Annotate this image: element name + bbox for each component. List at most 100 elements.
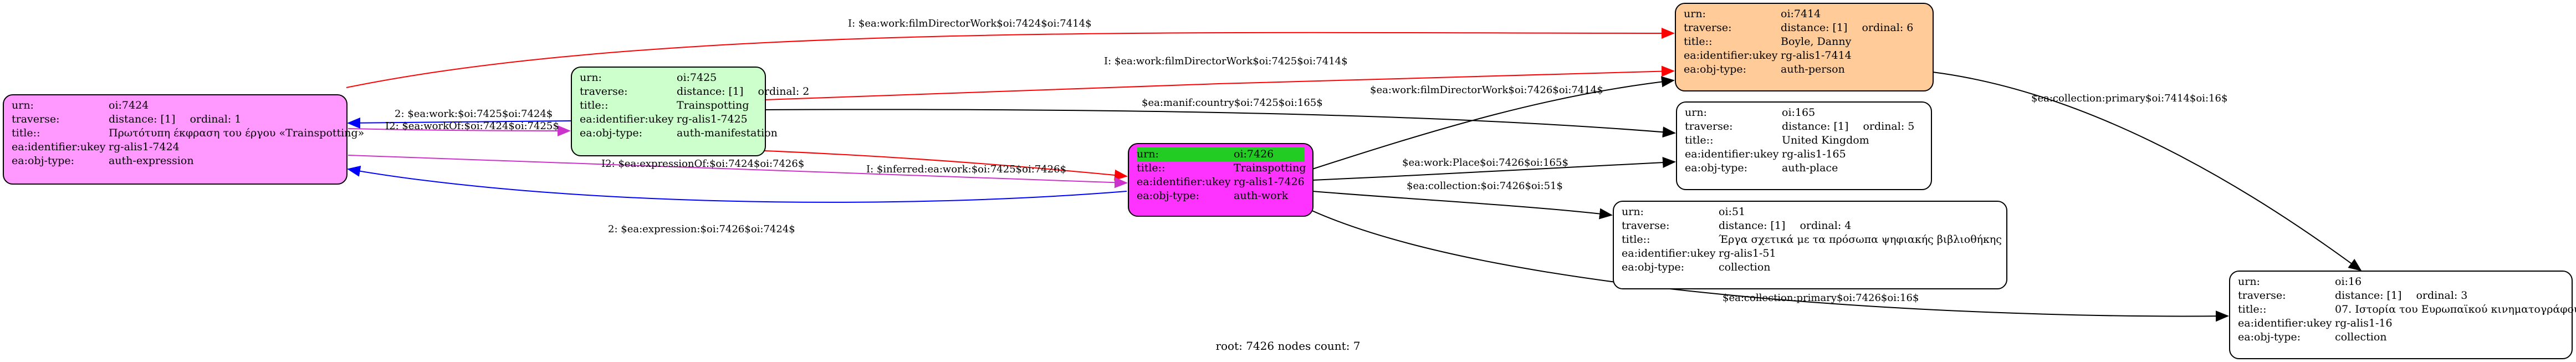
- node-7424[interactable]: urn: oi:7424 traverse: distance: [1] ordina…: [3, 94, 364, 185]
- type-key: ea:obj-type:: [1684, 63, 1747, 75]
- edge-7426-16: [1302, 206, 2229, 322]
- edge-7425-7426: [737, 149, 1128, 181]
- title-key: title::: [12, 127, 40, 139]
- distance-value: distance: [1]: [2335, 289, 2402, 302]
- urn-value: oi:7424: [109, 99, 149, 111]
- type-key: ea:obj-type:: [2238, 331, 2301, 343]
- urn-value: oi:165: [1782, 106, 1816, 119]
- ordinal-value: ordinal: 4: [1800, 220, 1852, 232]
- type-value: collection: [2335, 331, 2387, 343]
- type-key: ea:obj-type:: [1622, 261, 1685, 273]
- edge-label: 2: $ea:work:$oi:7425$oi:7424$: [395, 108, 553, 120]
- edge-7426-7424: [347, 165, 1127, 203]
- title-value: 07. Ιστορία του Ευρωπαϊκού κινηματογράφο…: [2335, 303, 2576, 315]
- type-key: ea:obj-type:: [580, 127, 643, 139]
- traverse-key: traverse:: [1684, 22, 1732, 34]
- urn-key: urn:: [1622, 206, 1644, 218]
- type-value: auth-manifestation: [677, 127, 778, 139]
- ukey-key: ea:identifier:ukey: [1684, 49, 1778, 62]
- edge-label: $ea:work:filmDirectorWork$oi:7426$oi:741…: [1370, 84, 1603, 96]
- node-165[interactable]: urn: oi:165 traverse: distance: [1] ordinal…: [1676, 101, 1932, 190]
- title-value: Πρωτότυπη έκφραση του έργου «Trainspotti…: [109, 127, 365, 139]
- node-7414[interactable]: urn: oi:7414 traverse: distance: [1] ordina…: [1675, 3, 1934, 91]
- urn-key: urn:: [1684, 8, 1706, 20]
- urn-value: oi:7426: [1234, 148, 1274, 160]
- title-key: title::: [580, 99, 609, 111]
- edge-7426-7414: [1312, 76, 1675, 170]
- traverse-key: traverse:: [580, 85, 628, 98]
- edge-label: I: $inferred:ea:work:$oi:7425$oi:7426$: [866, 164, 1067, 175]
- ukey-value: rg-alis1-16: [2335, 317, 2393, 329]
- title-value: Trainspotting: [677, 99, 749, 111]
- urn-value: oi:16: [2335, 276, 2362, 288]
- urn-key: urn:: [12, 99, 34, 111]
- ukey-value: rg-alis1-7414: [1781, 49, 1852, 62]
- edge-label: $ea:collection:$oi:7426$oi:51$: [1407, 180, 1563, 192]
- edge-label: 2: $ea:expression:$oi:7426$oi:7424$: [608, 223, 795, 235]
- edge-7425-7424: [347, 117, 571, 129]
- ukey-key: ea:identifier:ukey: [2238, 317, 2332, 329]
- edge-7424-7426: [347, 155, 1128, 188]
- edge-label: I2: $ea:expressionOf:$oi:7424$oi:7426$: [601, 158, 805, 170]
- title-key: title::: [2238, 303, 2267, 315]
- type-key: ea:obj-type:: [1685, 162, 1748, 174]
- node-51[interactable]: urn: oi:51 traverse: distance: [1] ordinal:…: [1613, 201, 2007, 289]
- ordinal-value: ordinal: 6: [1862, 22, 1914, 34]
- type-value: auth-place: [1782, 162, 1838, 174]
- ukey-value: rg-alis1-165: [1782, 148, 1846, 160]
- ukey-value: rg-alis1-7425: [677, 113, 748, 125]
- edge-7424-7414: [346, 27, 1675, 88]
- title-key: title::: [1684, 35, 1713, 48]
- edge-7414-16: [1932, 72, 2362, 272]
- node-16[interactable]: urn: oi:16 traverse: distance: [1] ordinal:…: [2229, 271, 2576, 359]
- distance-value: distance: [1]: [1781, 22, 1848, 34]
- distance-value: distance: [1]: [1719, 220, 1786, 232]
- title-value: Έργα σχετικά με τα πρόσωπα ψηφιακής βιβλ…: [1719, 233, 2002, 246]
- edge-label: $ea:collection:primary$oi:7426$oi:16$: [1723, 292, 1919, 304]
- type-value: auth-expression: [109, 155, 194, 167]
- edge-7426-165: [1312, 157, 1676, 181]
- edge-7425-165: [764, 109, 1676, 138]
- distance-value: distance: [1]: [109, 113, 176, 125]
- urn-key: urn:: [1685, 106, 1707, 119]
- traverse-key: traverse:: [1622, 220, 1670, 232]
- ukey-key: ea:identifier:ukey: [12, 141, 106, 153]
- urn-value: oi:51: [1719, 206, 1746, 218]
- traverse-key: traverse:: [2238, 289, 2286, 302]
- edge-7425-7414: [764, 65, 1675, 100]
- type-key: ea:obj-type:: [12, 155, 75, 167]
- edge-label: $ea:work:Place$oi:7426$oi:165$: [1402, 157, 1568, 169]
- ordinal-value: ordinal: 5: [1863, 120, 1915, 132]
- ordinal-value: ordinal: 2: [758, 85, 810, 98]
- ukey-value: rg-alis1-7426: [1234, 176, 1305, 188]
- node-7425[interactable]: urn:oi:7425 traverse:distance: [1]ordina…: [571, 67, 809, 156]
- ukey-value: rg-alis1-7424: [109, 141, 180, 153]
- title-key: title::: [1622, 233, 1650, 246]
- edge-label: $ea:collection:primary$oi:7414$oi:16$: [2031, 93, 2228, 104]
- type-value: auth-person: [1781, 63, 1845, 75]
- ordinal-value: ordinal: 1: [190, 113, 242, 125]
- title-key: title::: [1685, 134, 1714, 146]
- node-7426-root[interactable]: urn:oi:7426 title::Trainspotting ea:iden…: [1128, 143, 1313, 217]
- traverse-key: traverse:: [12, 113, 60, 125]
- edge-7424-7425: [347, 125, 571, 136]
- edge-label: I: $ea:work:filmDirectorWork$oi:7425$oi:…: [1104, 55, 1348, 67]
- urn-key: urn:: [2238, 276, 2260, 288]
- type-key: ea:obj-type:: [1137, 190, 1200, 202]
- urn-key: urn:: [1137, 148, 1159, 160]
- traverse-key: traverse:: [1685, 120, 1733, 132]
- ukey-key: ea:identifier:ukey: [1137, 176, 1231, 188]
- ukey-value: rg-alis1-51: [1719, 247, 1776, 259]
- ukey-key: ea:identifier:ukey: [580, 113, 674, 125]
- urn-value: oi:7414: [1781, 8, 1821, 20]
- type-value: collection: [1719, 261, 1771, 273]
- distance-value: distance: [1]: [1782, 120, 1849, 132]
- ukey-key: ea:identifier:ukey: [1622, 247, 1716, 259]
- ordinal-value: ordinal: 3: [2416, 289, 2468, 302]
- title-value: United Kingdom: [1782, 134, 1869, 146]
- graph-footer: root: 7426 nodes count: 7: [1215, 339, 1361, 353]
- edge-label: $ea:manif:country$oi:7425$oi:165$: [1142, 97, 1323, 109]
- distance-value: distance: [1]: [677, 85, 744, 98]
- edge-label: I2: $ea:workOf:$oi:7424$oi:7425$: [385, 120, 559, 132]
